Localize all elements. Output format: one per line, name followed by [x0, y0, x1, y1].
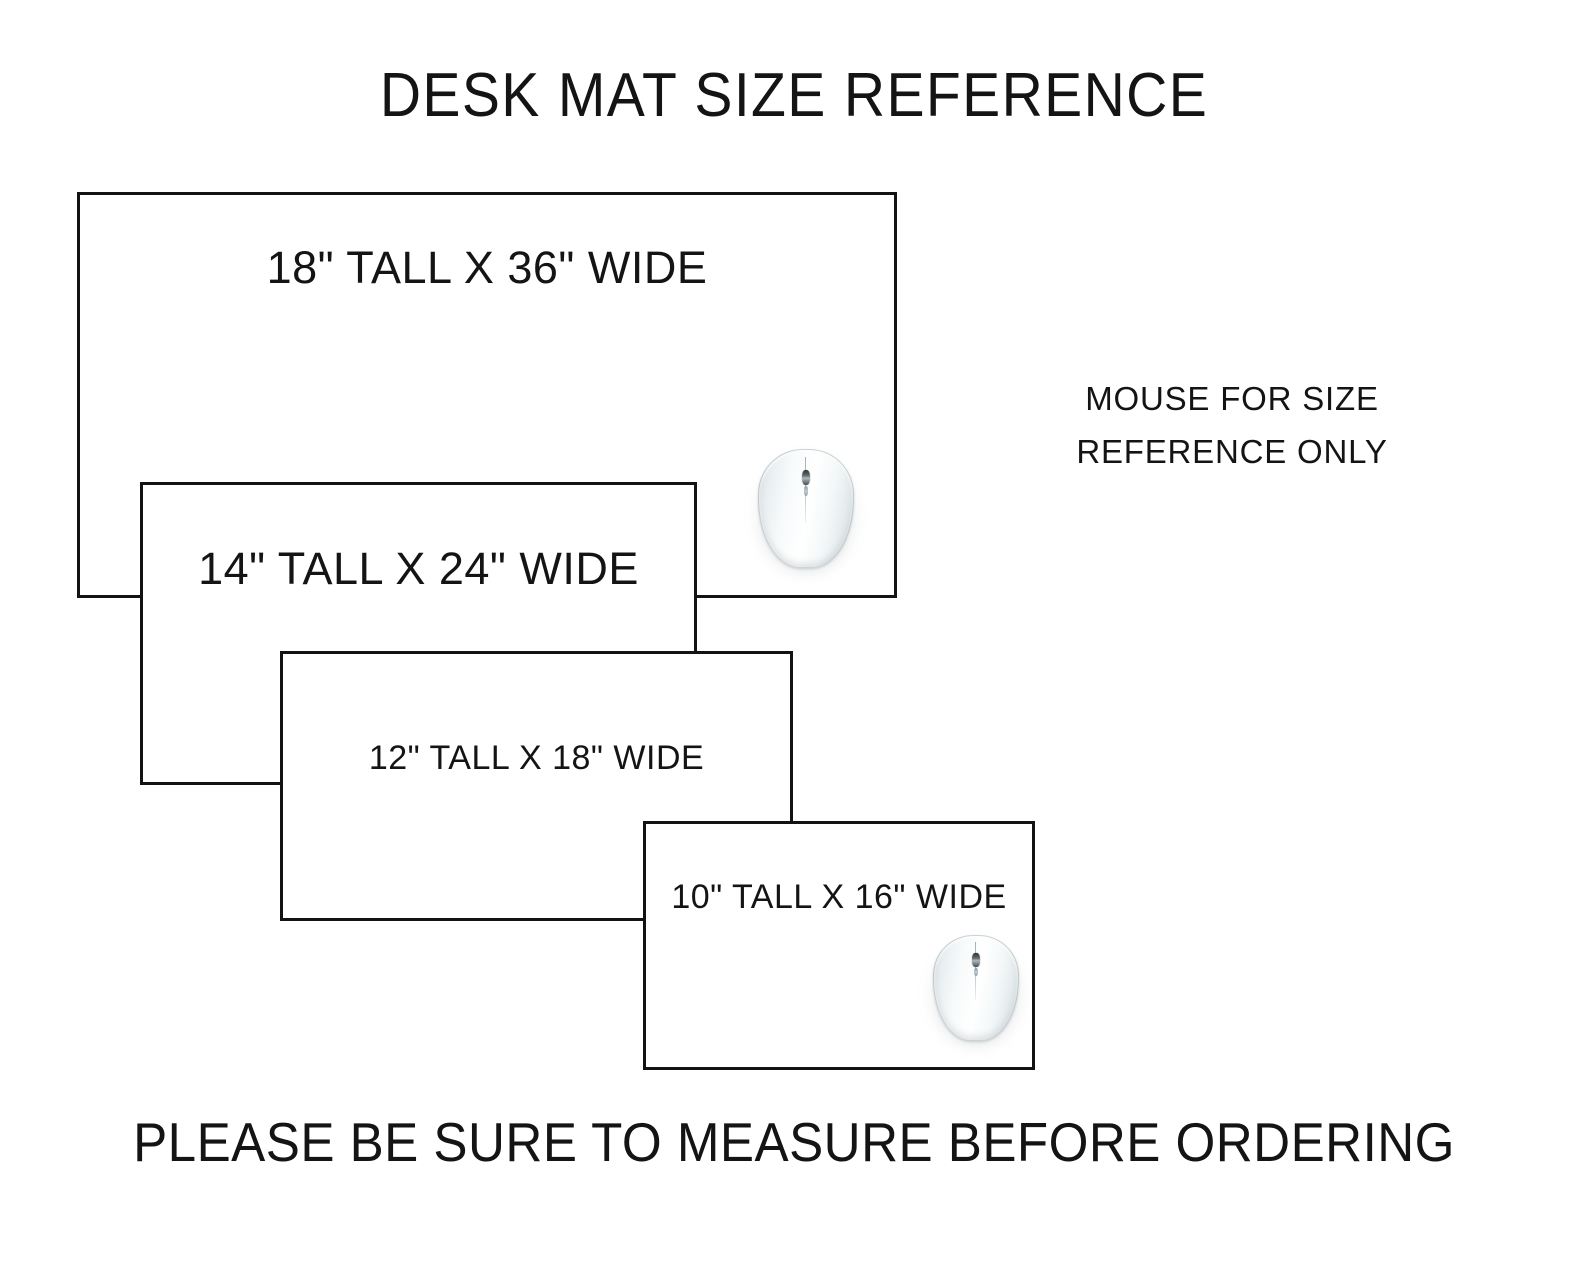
measure-reminder: PLEASE BE SURE TO MEASURE BEFORE ORDERIN…: [133, 1111, 1455, 1173]
mat-label-10x16: 10" TALL X 16" WIDE: [671, 878, 1007, 916]
mouse-body: [933, 934, 1019, 1041]
mouse-wheel-slot: [973, 968, 979, 977]
mouse-scroll-wheel: [801, 470, 811, 486]
mouse-wheel-slot: [803, 486, 809, 496]
mat-label-12x18: 12" TALL X 18" WIDE: [368, 739, 705, 777]
mouse-scroll-wheel: [972, 953, 980, 967]
computer-mouse-icon: [924, 930, 1028, 1048]
mouse-size-disclaimer: MOUSE FOR SIZE REFERENCE ONLY: [1032, 372, 1432, 479]
mouse-disclaimer-line-1: MOUSE FOR SIZE: [1085, 380, 1379, 417]
mouse-disclaimer-line-2: REFERENCE ONLY: [1076, 433, 1388, 471]
mouse-body: [758, 449, 854, 569]
mat-label-18x36: 18" TALL X 36" WIDE: [266, 242, 708, 293]
page-title: DESK MAT SIZE REFERENCE: [379, 61, 1209, 130]
mat-label-14x24: 14" TALL X 24" WIDE: [198, 543, 639, 594]
computer-mouse-icon: [748, 444, 864, 576]
